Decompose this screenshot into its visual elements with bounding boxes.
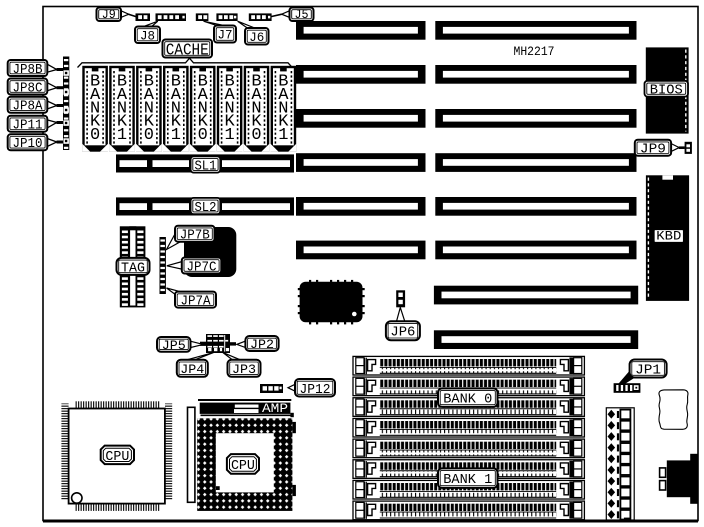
svg-text:A: A	[251, 86, 262, 105]
svg-text:K: K	[144, 113, 155, 132]
svg-text:JP7C: JP7C	[187, 260, 217, 275]
svg-text:JP8A: JP8A	[13, 100, 44, 115]
svg-text:B: B	[90, 73, 100, 92]
svg-text:N: N	[171, 99, 181, 118]
svg-text:K: K	[198, 113, 209, 132]
svg-text:N: N	[117, 99, 127, 118]
svg-text:K: K	[171, 113, 182, 132]
svg-text:AMP: AMP	[262, 402, 288, 416]
svg-text:K: K	[251, 113, 262, 132]
svg-text:A: A	[117, 86, 128, 105]
svg-text:N: N	[224, 99, 234, 118]
svg-text:N: N	[278, 99, 288, 118]
svg-text:SL2: SL2	[194, 201, 216, 216]
svg-text:N: N	[251, 99, 261, 118]
svg-text:JP12: JP12	[300, 382, 331, 398]
svg-text:B: B	[251, 73, 261, 92]
svg-text:JP7A: JP7A	[181, 294, 212, 309]
svg-text:K: K	[278, 113, 289, 132]
svg-text:A: A	[144, 86, 155, 105]
svg-text:K: K	[224, 113, 235, 132]
svg-text:1: 1	[224, 126, 234, 145]
svg-text:K: K	[90, 113, 101, 132]
svg-text:JP10: JP10	[13, 137, 43, 152]
svg-text:JP8B: JP8B	[13, 63, 43, 78]
svg-text:JP4: JP4	[180, 362, 204, 377]
svg-text:B: B	[198, 73, 208, 92]
svg-text:JP8C: JP8C	[13, 81, 43, 96]
svg-text:J8: J8	[140, 28, 155, 43]
svg-text:A: A	[224, 86, 235, 105]
svg-text:J5: J5	[295, 8, 309, 22]
svg-text:0: 0	[198, 126, 208, 145]
svg-text:JP1: JP1	[635, 363, 661, 379]
svg-text:TAG: TAG	[121, 261, 145, 276]
svg-text:A: A	[198, 86, 209, 105]
svg-text:B: B	[224, 73, 234, 92]
svg-text:N: N	[144, 99, 154, 118]
svg-text:JP9: JP9	[640, 143, 666, 158]
svg-text:J6: J6	[249, 30, 264, 45]
svg-text:1: 1	[171, 126, 181, 145]
svg-text:MH2217: MH2217	[514, 45, 555, 59]
svg-text:CACHE: CACHE	[166, 40, 209, 59]
svg-text:SL1: SL1	[194, 159, 216, 174]
svg-text:JP11: JP11	[13, 119, 43, 134]
svg-text:N: N	[198, 99, 208, 118]
svg-text:K: K	[117, 113, 128, 132]
svg-text:A: A	[278, 86, 289, 105]
svg-text:B: B	[117, 73, 127, 92]
svg-text:0: 0	[251, 126, 261, 145]
svg-text:CPU: CPU	[231, 458, 255, 474]
svg-text:BANK 0: BANK 0	[443, 392, 492, 408]
svg-text:0: 0	[90, 126, 100, 145]
svg-text:B: B	[278, 73, 288, 92]
svg-text:JP5: JP5	[162, 338, 186, 353]
svg-text:JP3: JP3	[232, 362, 256, 377]
svg-text:JP7B: JP7B	[180, 229, 210, 244]
svg-text:JP6: JP6	[390, 325, 415, 341]
svg-text:JP2: JP2	[250, 337, 274, 352]
svg-text:1: 1	[278, 126, 288, 145]
svg-text:B: B	[171, 73, 181, 92]
svg-text:BIOS: BIOS	[650, 84, 683, 99]
svg-text:J9: J9	[102, 8, 116, 22]
svg-text:CPU: CPU	[105, 449, 129, 465]
svg-text:N: N	[90, 99, 100, 118]
svg-text:B: B	[144, 73, 154, 92]
svg-text:0: 0	[144, 126, 154, 145]
svg-text:A: A	[90, 86, 101, 105]
svg-text:BANK 1: BANK 1	[443, 472, 492, 488]
svg-text:J7: J7	[218, 28, 233, 43]
svg-text:A: A	[171, 86, 182, 105]
svg-text:KBD: KBD	[656, 230, 681, 244]
svg-text:1: 1	[117, 126, 127, 145]
